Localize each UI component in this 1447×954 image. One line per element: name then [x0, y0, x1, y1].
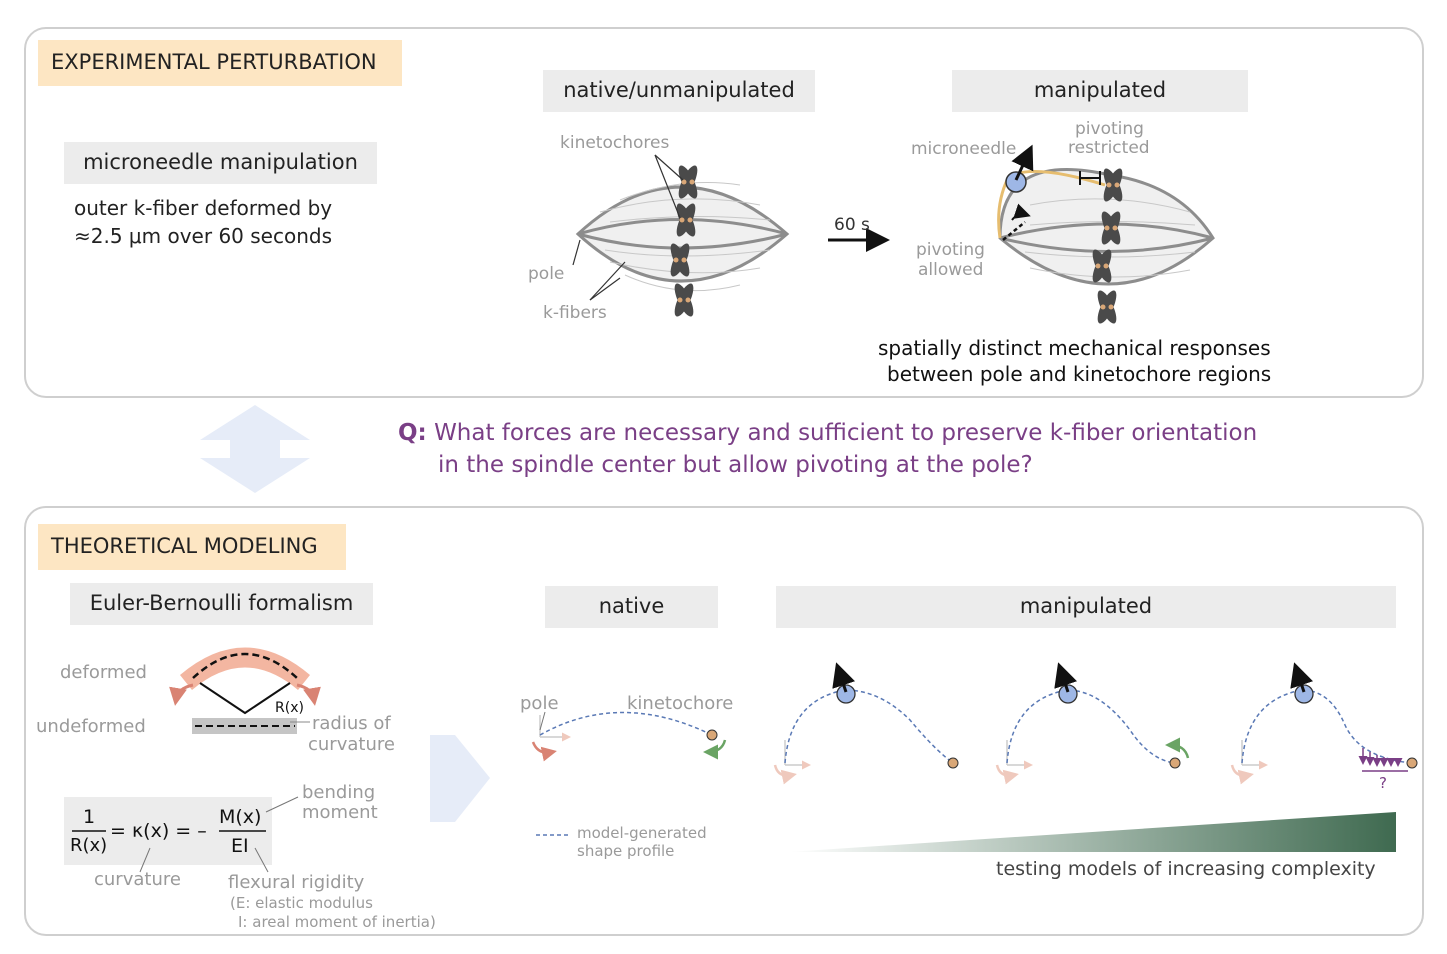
native-spindle: [572, 154, 790, 317]
label-radius-2: curvature: [308, 734, 395, 755]
label-kfibers: k-fibers: [543, 303, 607, 323]
native-model: [531, 711, 727, 836]
question-text-1: What forces are necessary and sufficient…: [434, 420, 1258, 446]
legend-line1: model-generated: [577, 824, 707, 842]
question-line2: in the spindle center but allow pivoting…: [438, 452, 1033, 478]
chromosome: [670, 243, 690, 277]
model-3: [1230, 662, 1418, 785]
section-tag-theoretical: THEORETICAL MODELING: [38, 524, 346, 570]
result-line1: spatially distinct mechanical responses: [878, 336, 1271, 360]
native-header-bottom: native: [545, 586, 718, 628]
chromosome: [678, 165, 698, 199]
label-pivoting-allowed-2: allowed: [918, 260, 984, 280]
manipulated-header-top: manipulated: [952, 70, 1248, 112]
beam-diagram: [169, 647, 321, 734]
label-pole: pole: [528, 264, 565, 284]
method-desc-line2: ≈2.5 μm over 60 seconds: [74, 224, 332, 248]
manipulated-spindle: [997, 144, 1215, 324]
label-elastic: (E: elastic modulus: [230, 894, 373, 912]
label-microneedle: microneedle: [911, 139, 1017, 159]
label-rx: R(x): [275, 700, 304, 716]
question-prefix: Q:: [398, 420, 427, 446]
chromosome: [674, 283, 694, 317]
label-pivoting-restricted-1: pivoting: [1075, 119, 1144, 139]
result-line2: between pole and kinetochore regions: [887, 362, 1272, 386]
label-pivoting-allowed-1: pivoting: [916, 240, 985, 260]
section-tag-experimental: EXPERIMENTAL PERTURBATION: [38, 40, 402, 86]
chromosome: [676, 203, 696, 237]
model-1: [773, 662, 959, 785]
label-question-mark: ?: [1379, 774, 1387, 792]
label-pivoting-restricted-2: restricted: [1068, 138, 1150, 158]
question-line1: Q: What forces are necessary and suffici…: [398, 420, 1257, 446]
label-inertia: I: areal moment of inertia): [238, 913, 436, 931]
formalism-header: Euler-Bernoulli formalism: [70, 583, 373, 625]
label-time: 60 s: [834, 215, 870, 235]
label-bending-1: bending: [302, 782, 376, 803]
complexity-wedge: [788, 812, 1396, 852]
eq-mx: M(x): [219, 806, 262, 828]
label-curvature: curvature: [94, 869, 181, 890]
label-kinetochore-model: kinetochore: [627, 693, 734, 714]
label-bending-2: moment: [302, 802, 378, 823]
eq-one: 1: [83, 806, 96, 828]
legend-line2: shape profile: [577, 842, 675, 860]
label-undeformed: undeformed: [36, 716, 146, 737]
label-pole-model: pole: [520, 693, 559, 714]
double-arrow-icon: [200, 405, 310, 493]
label-kinetochores: kinetochores: [560, 133, 670, 153]
native-header: native/unmanipulated: [543, 70, 815, 112]
manipulated-header-bottom: manipulated: [776, 586, 1396, 628]
microneedle-bead: [1005, 171, 1027, 193]
eq-rx: R(x): [70, 835, 108, 856]
eq-ei: EI: [231, 835, 249, 857]
label-radius-1: radius of: [312, 713, 391, 734]
method-desc-line1: outer k-fiber deformed by: [74, 196, 333, 220]
label-deformed: deformed: [60, 662, 147, 683]
label-flexural: flexural rigidity: [228, 872, 365, 893]
right-arrow-icon: [430, 735, 490, 822]
eq-middle: = κ(x) = –: [110, 820, 207, 842]
method-title: microneedle manipulation: [64, 142, 377, 184]
model-2: [995, 662, 1190, 785]
label-complexity: testing models of increasing complexity: [996, 858, 1376, 880]
